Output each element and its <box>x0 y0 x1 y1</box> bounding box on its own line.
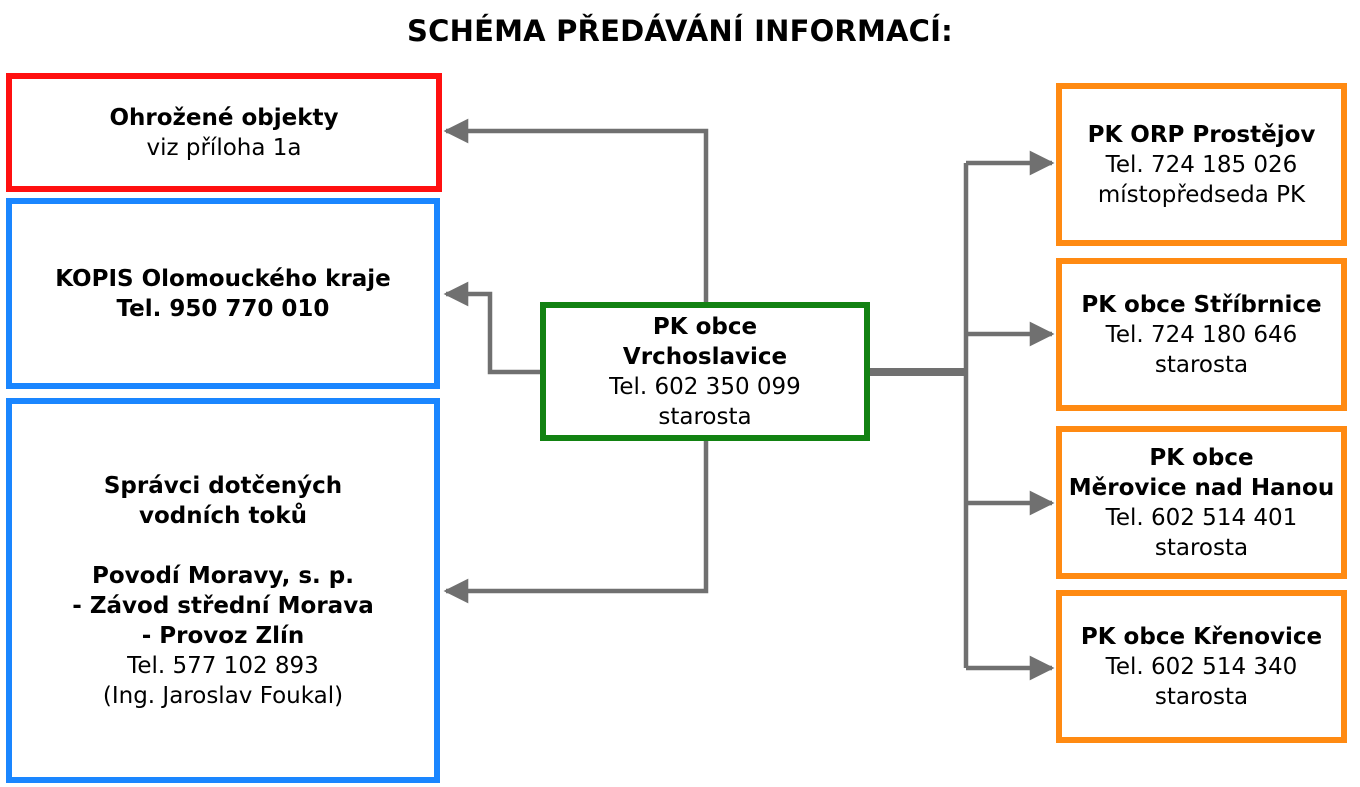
water-managers-heading-2: vodních toků <box>139 502 307 529</box>
recipient-box-stribrnice: PK obce Stříbrnice Tel. 724 180 646 star… <box>1056 258 1347 411</box>
center-role: starosta <box>658 403 752 430</box>
kopis-box: KOPIS Olomouckého kraje Tel. 950 770 010 <box>6 198 440 389</box>
recipient-box-orp-prostejov: PK ORP Prostějov Tel. 724 185 026 místop… <box>1056 83 1347 246</box>
water-managers-heading-1: Správci dotčených <box>103 472 343 499</box>
water-managers-phone: Tel. 577 102 893 <box>127 652 319 679</box>
recipient-phone: Tel. 724 180 646 <box>1105 321 1298 348</box>
water-managers-org-1: Povodí Moravy, s. p. <box>92 562 354 589</box>
recipient-title: PK ORP Prostějov <box>1087 121 1316 148</box>
recipient-role: starosta <box>1154 534 1249 561</box>
center-box-vrchoslavice: PK obce Vrchoslavice Tel. 602 350 099 st… <box>540 302 870 441</box>
diagram-title: SCHÉMA PŘEDÁVÁNÍ INFORMACÍ: <box>407 14 953 48</box>
recipient-title-1: PK obce <box>1149 444 1254 471</box>
recipient-title: PK obce Stříbrnice <box>1081 291 1322 318</box>
arrow-to-threatened-objects <box>443 118 709 302</box>
threatened-objects-note: viz příloha 1a <box>146 134 302 161</box>
kopis-phone: Tel. 950 770 010 <box>116 295 330 322</box>
threatened-objects-box: Ohrožené objekty viz příloha 1a <box>6 73 442 192</box>
recipient-phone: Tel. 602 514 340 <box>1105 653 1298 680</box>
recipient-box-merovice: PK obce Měrovice nad Hanou Tel. 602 514 … <box>1056 426 1347 579</box>
recipient-title: PK obce Křenovice <box>1080 623 1323 650</box>
recipient-phone: Tel. 724 185 026 <box>1105 151 1298 178</box>
recipient-role: starosta <box>1154 351 1249 378</box>
threatened-objects-title: Ohrožené objekty <box>109 104 339 131</box>
recipient-role: starosta <box>1154 683 1249 710</box>
center-phone: Tel. 602 350 099 <box>609 373 801 400</box>
arrow-to-kopis <box>443 281 542 375</box>
water-managers-box: Správci dotčených vodních toků Povodí Mo… <box>6 398 440 783</box>
water-managers-org-2: - Závod střední Morava <box>72 592 374 619</box>
water-managers-org-3: - Provoz Zlín <box>141 622 305 649</box>
center-title-2: Vrchoslavice <box>622 343 788 370</box>
recipient-title-2: Měrovice nad Hanou <box>1068 474 1335 501</box>
arrow-to-water-managers <box>443 440 709 604</box>
recipient-phone: Tel. 602 514 401 <box>1105 504 1298 531</box>
recipient-box-krenovice: PK obce Křenovice Tel. 602 514 340 staro… <box>1056 590 1347 743</box>
kopis-title: KOPIS Olomouckého kraje <box>55 265 391 292</box>
water-managers-contact: (Ing. Jaroslav Foukal) <box>102 682 344 709</box>
center-title-1: PK obce <box>652 313 758 340</box>
recipient-role: místopředseda PK <box>1097 181 1306 208</box>
